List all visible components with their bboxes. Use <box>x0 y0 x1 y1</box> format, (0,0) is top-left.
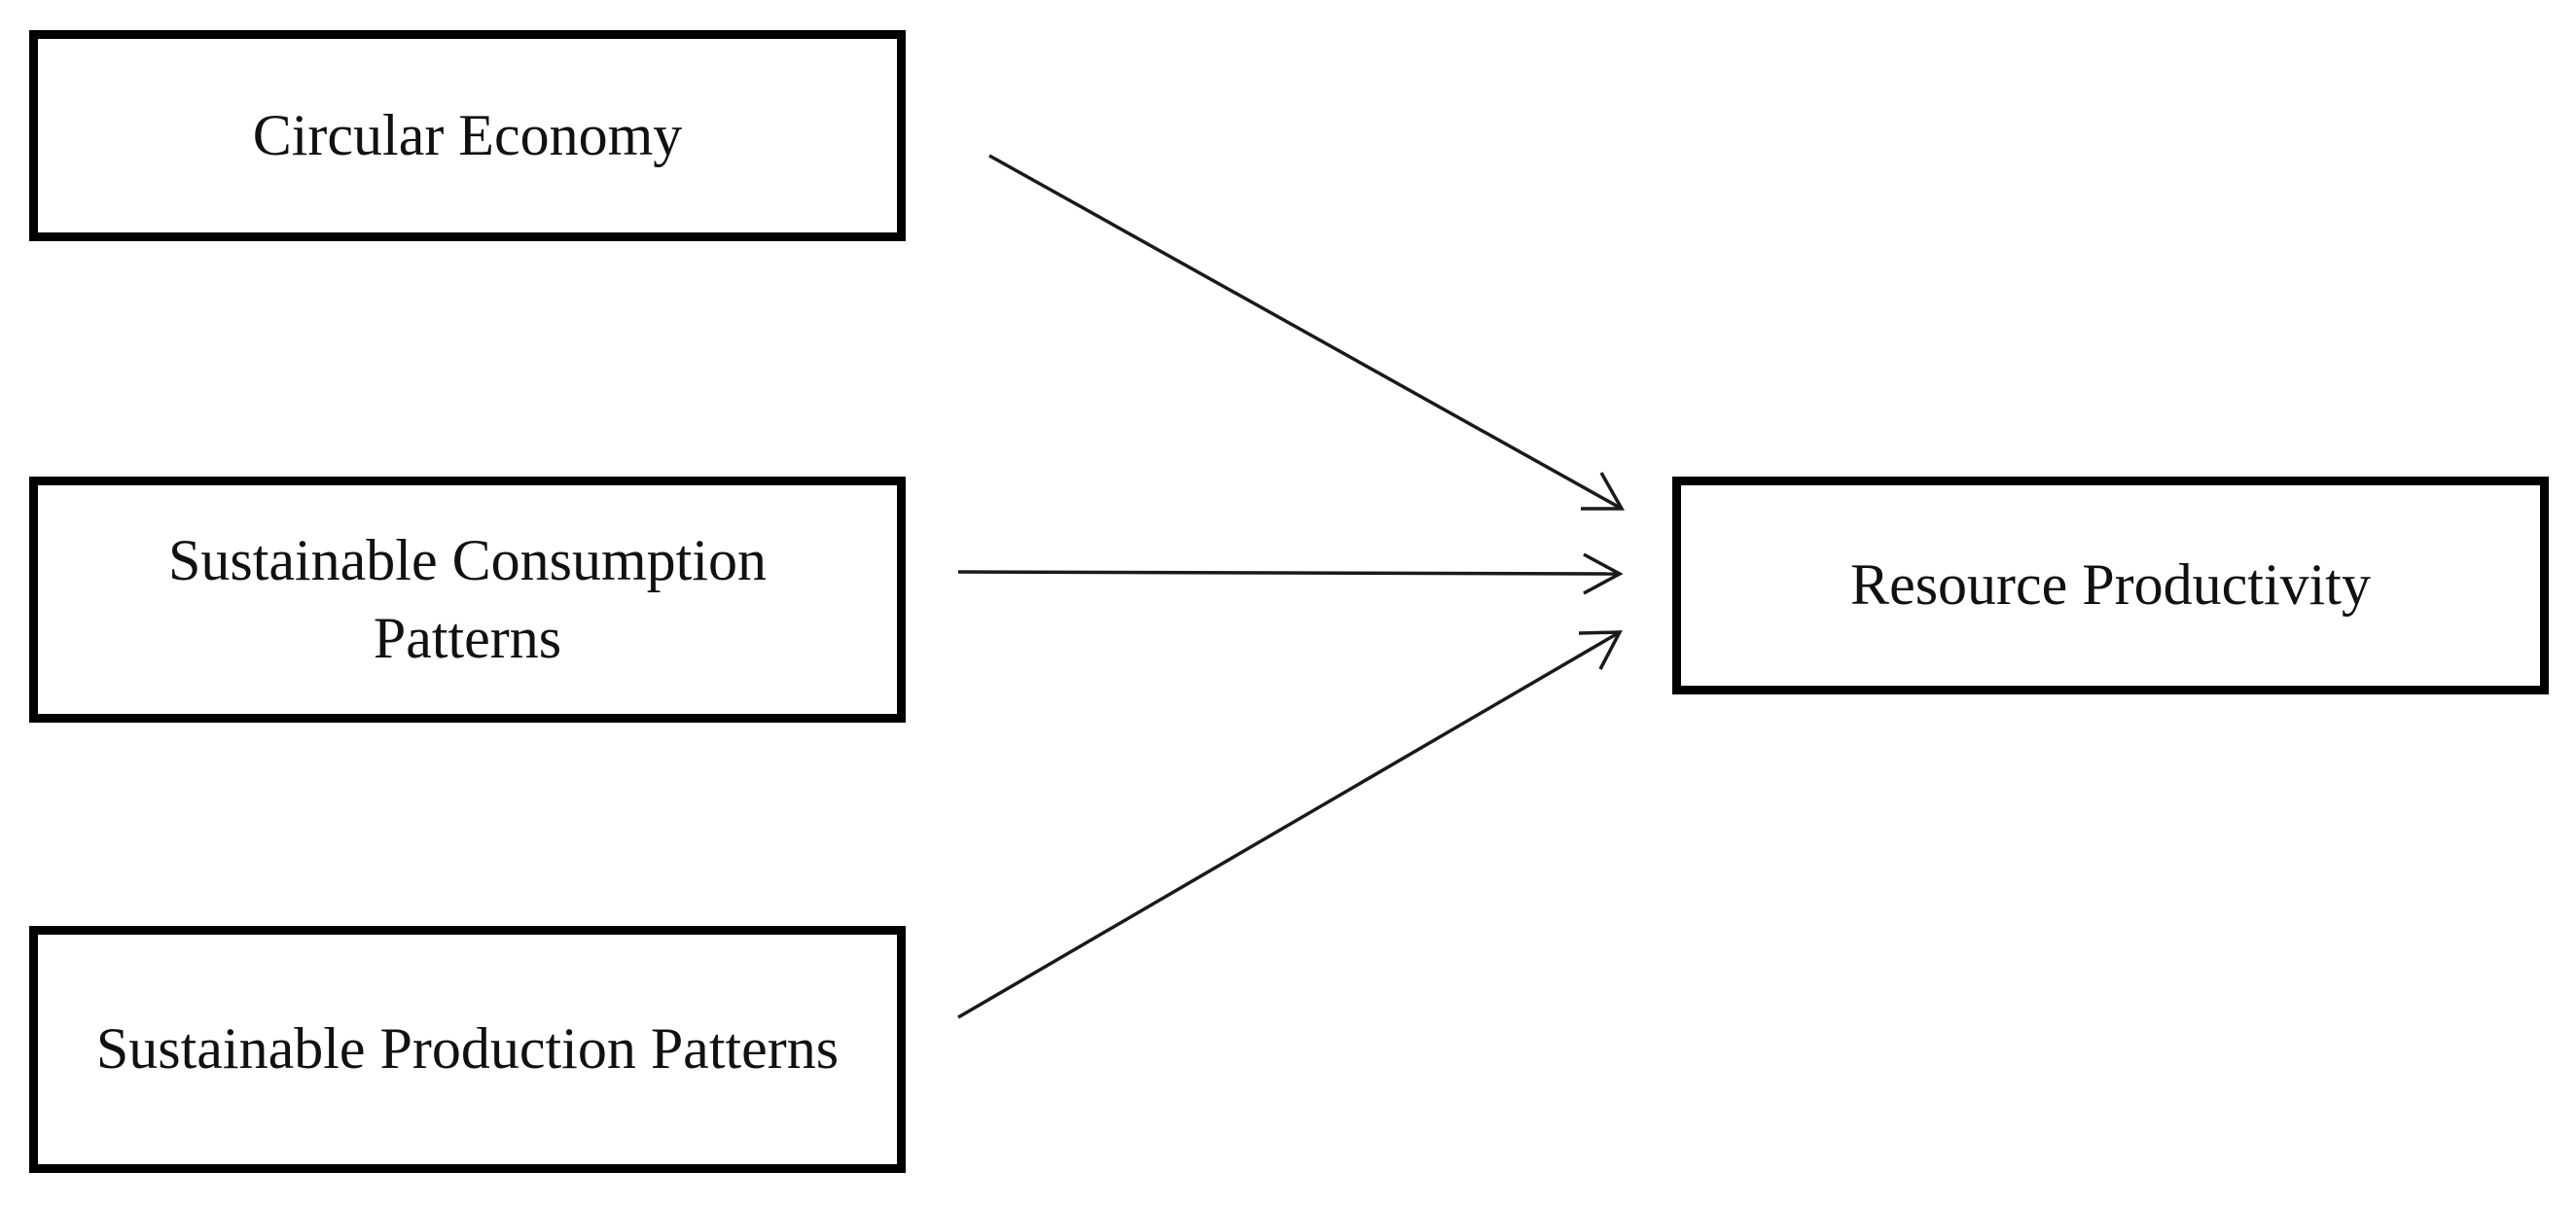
arrow-circular-economy-to-resource-productivity <box>988 154 1626 511</box>
arrow-sustainable-production-to-resource-productivity <box>957 630 1623 1019</box>
circular-economy-label: Circular Economy <box>252 102 683 167</box>
sustainable-production-patterns-box: Sustainable Production Patterns <box>29 926 906 1173</box>
resource-productivity-box: Resource Productivity <box>1672 477 2549 694</box>
circular-economy-box: Circular Economy <box>29 30 906 241</box>
arrow-sustainable-consumption-to-resource-productivity <box>957 552 1624 595</box>
sustainable-consumption-patterns-box: Sustainable Consumption Patterns <box>29 477 906 723</box>
sustainable-production-patterns-label: Sustainable Production Patterns <box>95 1016 840 1082</box>
resource-productivity-label: Resource Productivity <box>1850 552 2371 618</box>
sustainable-consumption-patterns-label: Sustainable Consumption Patterns <box>167 528 767 670</box>
